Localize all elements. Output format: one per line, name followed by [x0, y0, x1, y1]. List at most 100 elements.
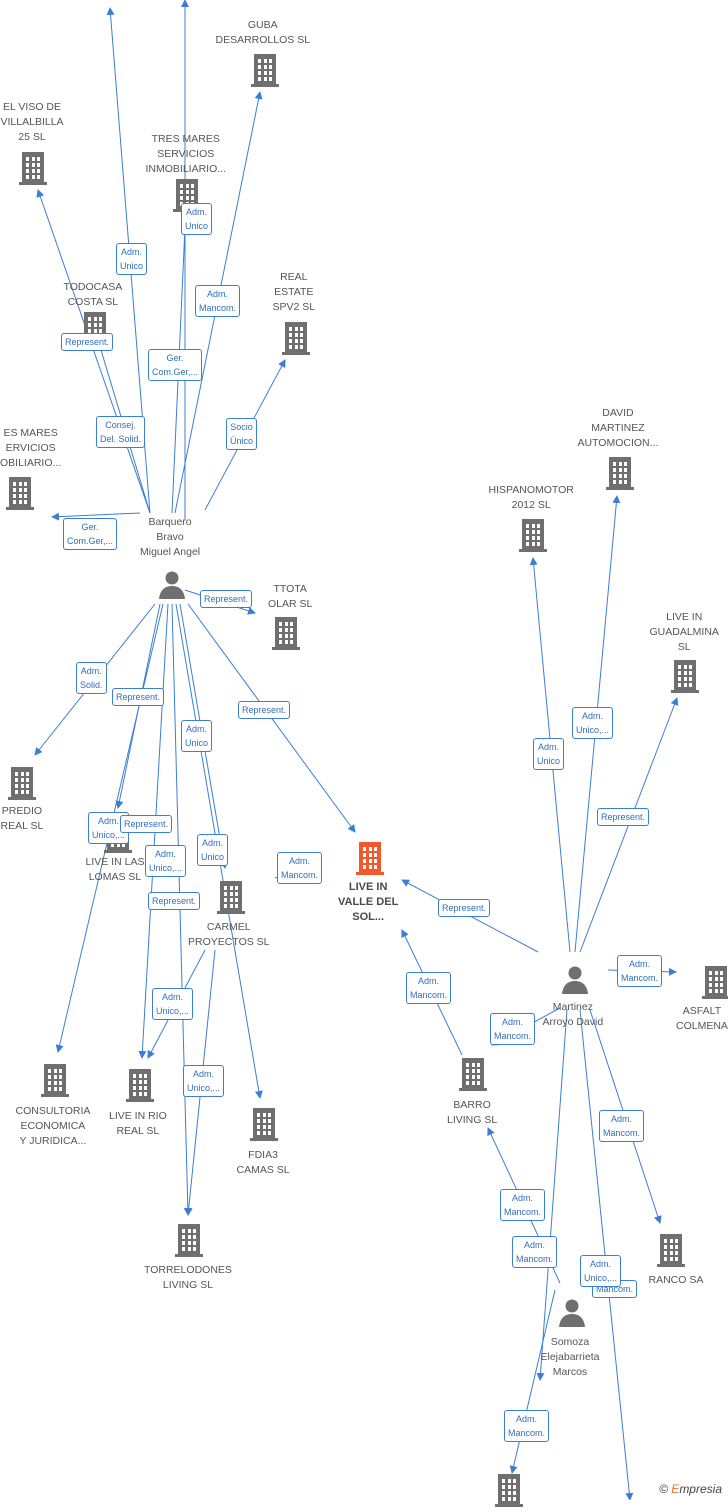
role-label-line: Adm. [162, 992, 184, 1002]
role-label-8: Represent. [200, 590, 253, 608]
role-label-line: Ger. [166, 353, 184, 363]
role-label-line: Adm. [524, 1240, 546, 1250]
role-label-line: Adm. [582, 711, 604, 721]
building-icon-tresmares2[interactable] [5, 476, 35, 515]
role-label-line: Mancom. [410, 990, 448, 1000]
node-label-line: GUADALMINA [649, 626, 719, 638]
role-label-21: Represent. [438, 899, 491, 917]
role-label-line: Consej. [105, 420, 136, 430]
building-icon-torrelodones[interactable] [174, 1223, 204, 1262]
role-label-26: Represent. [597, 808, 650, 826]
person-icon-martinez[interactable] [560, 965, 590, 1000]
role-label-line: Unico,... [187, 1083, 221, 1093]
role-label-line: Unico [185, 221, 209, 231]
node-label-line: CAMAS SL [236, 1164, 290, 1176]
building-icon-carmel[interactable] [216, 880, 246, 919]
node-label-line: ESTATE [274, 286, 314, 298]
role-label-line: Represent. [65, 337, 110, 347]
role-label-line: Unico,... [584, 1273, 618, 1283]
node-label-line: SERVICIOS [157, 148, 215, 160]
building-icon-consultoria[interactable] [40, 1063, 70, 1102]
node-label-line: SL [677, 641, 691, 653]
node-label-line: BARRO [453, 1099, 491, 1111]
role-label-5: Consej.Del. Solid. [96, 416, 146, 448]
node-label-franco[interactable]: RANCO SA [649, 1273, 704, 1288]
node-label-line: LIVE IN [348, 881, 388, 893]
building-icon-asfalt[interactable] [701, 965, 728, 1004]
building-icon-franco[interactable] [656, 1233, 686, 1272]
role-label-line: Ger. [81, 522, 99, 532]
role-label-line: Mancom. [621, 973, 659, 983]
empresia-watermark: © Empresia [659, 1482, 722, 1496]
node-label-line: REAL SL [116, 1125, 160, 1137]
node-label-line: Marcos [552, 1366, 588, 1378]
node-label-todocasa[interactable]: TODOCASA COSTA SL [64, 280, 123, 310]
node-label-line: FDIA3 [248, 1149, 278, 1161]
node-label-line: 2012 SL [511, 499, 551, 511]
role-label-20: Adm.Unico,... [183, 1065, 225, 1097]
building-icon-david[interactable] [605, 456, 635, 495]
role-label-15: Adm.Unico [197, 834, 229, 866]
node-label-line: COSTA SL [67, 296, 119, 308]
node-label-line: ASFALT [682, 1005, 722, 1017]
building-icon-viso[interactable] [18, 151, 48, 190]
role-label-line: Adm. [512, 1193, 534, 1203]
node-label-line: SPV2 SL [272, 301, 316, 313]
node-label-line: OLAR SL [268, 598, 313, 610]
building-icon-predio[interactable] [7, 766, 37, 805]
person-icon-somoza[interactable] [557, 1298, 587, 1333]
node-label-line: LIVING SL [447, 1114, 498, 1126]
node-label-line: VILLALBILLA [0, 116, 64, 128]
node-label-line: VALLE DEL [338, 896, 399, 908]
role-label-line: Mancom. [494, 1031, 532, 1041]
building-icon-realestate[interactable] [281, 321, 311, 360]
building-icon-guba[interactable] [250, 53, 280, 92]
node-label-valle[interactable]: LIVE IN VALLE DEL SOL... [338, 880, 398, 925]
brand-initial: E [671, 1482, 680, 1496]
role-label-line: Adm. [629, 959, 651, 969]
node-label-line: ECONOMICA [20, 1120, 86, 1132]
person-icon-barquero[interactable] [157, 570, 187, 605]
role-label-line: Unico,... [576, 725, 610, 735]
building-icon-rioreal[interactable] [125, 1068, 155, 1107]
role-label-line: Com.Ger,... [152, 367, 199, 377]
node-label-barro[interactable]: BARRO LIVING SL [447, 1098, 497, 1128]
node-label-line: LIVE IN LAS [85, 856, 145, 868]
building-icon-ttota[interactable] [271, 616, 301, 655]
node-label-line: PREDIO [1, 805, 43, 817]
role-label-line: Unico [537, 756, 561, 766]
node-label-line: SOL... [352, 911, 385, 923]
building-icon-hispanomotor[interactable] [518, 518, 548, 557]
building-icon-guadalmina[interactable] [670, 659, 700, 698]
building-icon-barro[interactable] [458, 1057, 488, 1096]
node-label-line: TODOCASA [63, 281, 123, 293]
building-icon-fdia3[interactable] [249, 1107, 279, 1146]
role-label-12: Adm.Unico [181, 720, 213, 752]
building-icon-bottom[interactable] [494, 1473, 524, 1512]
building-icon-valle[interactable] [355, 841, 385, 880]
role-label-24: Adm.Unico [533, 738, 565, 770]
role-label-line: Unico,... [149, 863, 183, 873]
role-label-line: Adm. [98, 816, 120, 826]
node-label-line: RANCO SA [648, 1274, 704, 1286]
